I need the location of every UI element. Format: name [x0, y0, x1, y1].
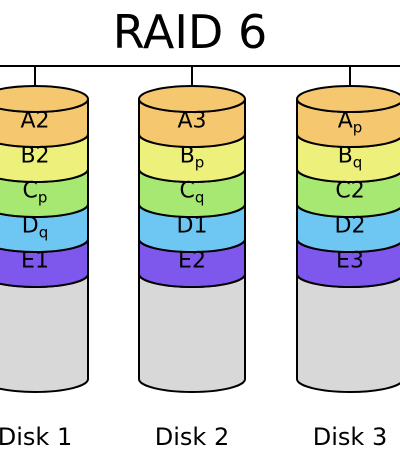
block-label: Cp — [23, 179, 48, 207]
block-label: Bq — [338, 144, 363, 172]
disk-label: Disk 1 — [0, 423, 72, 451]
block-label: E2 — [178, 249, 206, 274]
block-label: E3 — [336, 249, 364, 274]
disk-top-cap — [0, 85, 89, 113]
disk-label: Disk 3 — [313, 423, 387, 451]
block-label: D1 — [177, 214, 208, 239]
block-label: B2 — [20, 144, 49, 169]
diagram-title: RAID 6 — [113, 5, 267, 59]
block-label: Bp — [180, 144, 205, 172]
block-label: C2 — [335, 179, 364, 204]
block-label: A2 — [20, 109, 49, 134]
disk-empty-space — [296, 273, 400, 393]
block-label: Dq — [22, 214, 48, 242]
block-label: Ap — [338, 109, 363, 137]
disk-empty-space — [0, 273, 89, 393]
disk-empty-space — [138, 273, 246, 393]
disk-top-cap — [296, 85, 400, 113]
block-label: D2 — [335, 214, 366, 239]
disk-top-cap — [138, 85, 246, 113]
block-label: Cq — [180, 179, 205, 207]
block-label: E1 — [21, 249, 49, 274]
block-label: A3 — [177, 109, 206, 134]
disk-label: Disk 2 — [155, 423, 229, 451]
